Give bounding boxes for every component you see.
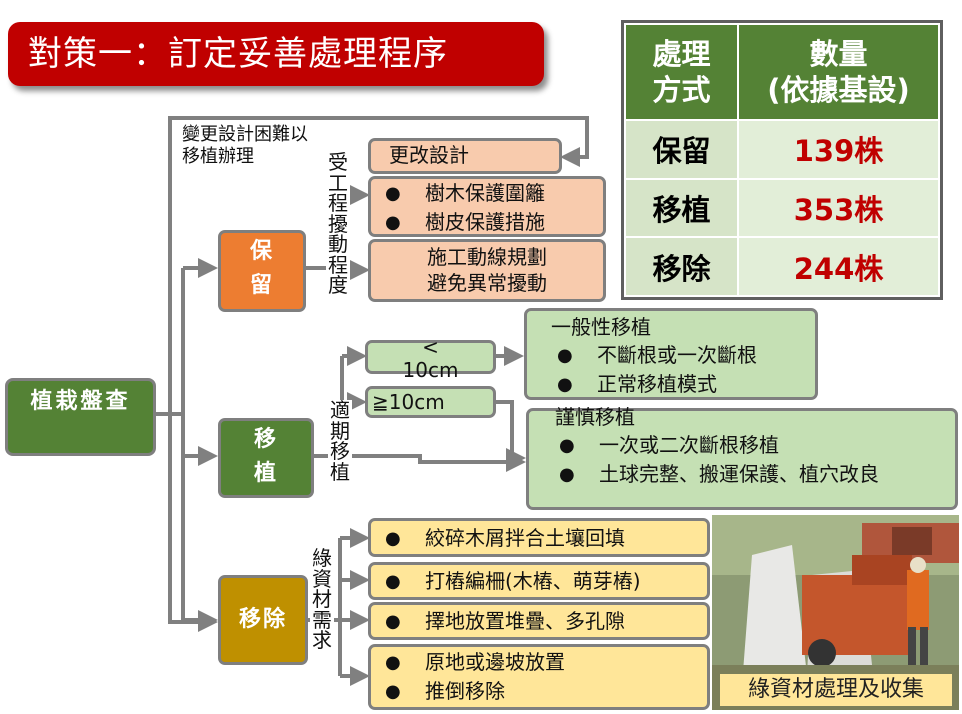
bullet-icon: ● [559, 464, 575, 485]
vchar: 擾 [328, 211, 348, 236]
keep-box-protection: ● 樹木保護圍籬 ● 樹皮保護措施 [368, 176, 606, 237]
remove-item: 擇地放置堆疊、多孔隙 [425, 609, 625, 633]
root-label: 植栽盤查 [30, 389, 131, 414]
size-value: ≧10cm [372, 390, 445, 414]
table-cell-count: 353株 [737, 177, 940, 239]
vchar: 工 [328, 170, 348, 195]
bullet-icon: ● [559, 435, 575, 456]
category-move-label: 移植 [253, 427, 278, 486]
table-cell-count: 244株 [737, 236, 940, 297]
green-material-photo [712, 515, 959, 710]
bullet-icon: ● [385, 571, 401, 592]
vchar: 需 [312, 607, 332, 632]
size-value: 10cm [402, 358, 459, 382]
remove-box-mulch: ● 絞碎木屑拌合土壤回填 [368, 518, 710, 557]
vchar: 植 [330, 459, 350, 484]
redesign-note: 變更設計困難以移植辦理 [182, 124, 308, 167]
bullet-icon: ● [385, 611, 401, 632]
move-item: 不斷根或一次斷根 [597, 343, 757, 367]
move-general-title: 一般性移植 [551, 315, 651, 339]
keep-vertical-label: 受工程擾動程度 [326, 152, 350, 296]
table-header-method: 處理 方式 [623, 23, 740, 121]
remove-box-stakes: ● 打樁編柵(木樁、萌芽樁) [368, 562, 710, 600]
remove-item: 打樁編柵(木樁、萌芽樁) [425, 569, 641, 593]
keep-box-redesign: 更改設計 [368, 138, 562, 174]
vchar: 綠 [312, 546, 332, 570]
vchar: 度 [328, 273, 348, 297]
move-item: 土球完整、搬運保護、植穴改良 [599, 462, 879, 486]
remove-item: 絞碎木屑拌合土壤回填 [425, 526, 625, 550]
remove-item: 推倒移除 [425, 679, 505, 703]
keep-item: 施工動線規劃 [427, 245, 547, 269]
bullet-icon: ● [385, 528, 401, 549]
vchar: 適 [330, 398, 350, 422]
bullet-icon: ● [557, 374, 573, 395]
table-cell-count: 139株 [737, 119, 940, 180]
category-keep: 保留 [218, 230, 306, 312]
vchar: 程 [328, 252, 348, 277]
page-title: 對策一：訂定妥善處理程序 [8, 22, 544, 86]
bullet-icon: ● [385, 652, 401, 673]
move-box-small-diameter: < 10cm [365, 335, 496, 380]
move-careful-title: 謹慎移植 [555, 405, 635, 429]
table-header-count: 數量 (依據基設) [737, 23, 940, 121]
remove-box-inplace: ● 原地或邊坡放置 ● 推倒移除 [368, 644, 710, 710]
vchar: 資 [312, 566, 332, 591]
vchar: 期 [330, 418, 350, 443]
table-cell-method: 移植 [623, 177, 740, 239]
table-cell-method: 保留 [623, 119, 740, 180]
move-box-careful: 謹慎移植 ● 一次或二次斷根移植 ● 土球完整、搬運保護、植穴改良 [526, 405, 958, 510]
move-item: 正常移植模式 [597, 372, 717, 396]
move-item: 一次或二次斷根移植 [599, 433, 779, 457]
vchar: 受 [328, 150, 348, 174]
header-text: 數量 (依據基設) [767, 37, 910, 107]
move-box-general: 一般性移植 ● 不斷根或一次斷根 ● 正常移植模式 [524, 308, 818, 400]
category-keep-label: 保留 [249, 239, 274, 298]
remove-vertical-label: 綠資材需求 [310, 548, 334, 651]
category-remove: 移除 [218, 575, 308, 665]
size-symbol: < [422, 335, 439, 359]
keep-box-construction: 施工動線規劃 避免異常擾動 [368, 239, 606, 302]
vchar: 求 [312, 628, 332, 652]
keep-item: 樹皮保護措施 [425, 210, 545, 234]
bullet-icon: ● [385, 183, 401, 204]
remove-box-stacking: ● 擇地放置堆疊、多孔隙 [368, 602, 710, 640]
move-box-large-diameter: ≧10cm [365, 386, 496, 418]
photo-caption: 綠資材處理及收集 [720, 674, 952, 706]
remove-item: 原地或邊坡放置 [425, 650, 565, 674]
root-node-plant-inventory: 植栽盤查 [5, 378, 156, 456]
bullet-icon: ● [385, 212, 401, 233]
keep-item: 樹木保護圍籬 [425, 181, 545, 205]
category-remove-label: 移除 [238, 607, 287, 632]
keep-box-redesign-text: 更改設計 [389, 143, 469, 167]
vchar: 程 [328, 191, 348, 215]
bullet-icon: ● [557, 345, 573, 366]
vchar: 移 [330, 439, 350, 463]
bullet-icon: ● [385, 681, 401, 702]
header-text: 處理 方式 [652, 37, 711, 107]
keep-item: 避免異常擾動 [427, 271, 547, 295]
category-move: 移植 [218, 418, 314, 498]
move-vertical-label: 適期移植 [328, 400, 352, 482]
vchar: 動 [328, 232, 348, 256]
vchar: 材 [312, 587, 332, 611]
table-cell-method: 移除 [623, 236, 740, 297]
